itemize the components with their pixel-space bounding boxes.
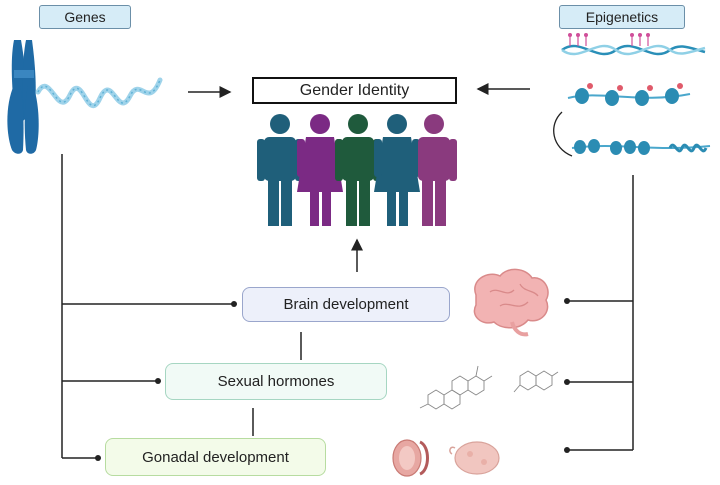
connector-dot: [564, 379, 570, 385]
brain-development-box: Brain development: [242, 287, 450, 322]
chromatin-icon: [553, 33, 711, 157]
connector-dot: [95, 455, 101, 461]
person-male-icon: [418, 114, 457, 226]
epigenetics-connector: [567, 175, 634, 451]
people-group-icon: [257, 114, 457, 226]
genes-label: Genes: [39, 5, 131, 29]
connector-dot: [564, 447, 570, 453]
person-female-icon: [297, 114, 343, 226]
steroid-molecule-icon: [419, 365, 559, 410]
brain-icon: [473, 268, 549, 337]
gender-identity-box: Gender Identity: [252, 77, 457, 104]
connector-dot: [564, 298, 570, 304]
epigenetics-label: Epigenetics: [559, 5, 685, 29]
sexual-hormones-box: Sexual hormones: [165, 363, 387, 400]
testis-icon: [392, 439, 429, 477]
person-male-icon: [257, 114, 303, 226]
gonadal-development-box: Gonadal development: [105, 438, 326, 476]
connector-dot: [231, 301, 237, 307]
ovary-icon: [449, 441, 500, 475]
person-female-icon: [374, 114, 420, 226]
dna-strand-icon: [35, 77, 163, 109]
chromosome-icon: [7, 40, 39, 154]
connector-dot: [155, 378, 161, 384]
genes-connector: [61, 154, 234, 459]
